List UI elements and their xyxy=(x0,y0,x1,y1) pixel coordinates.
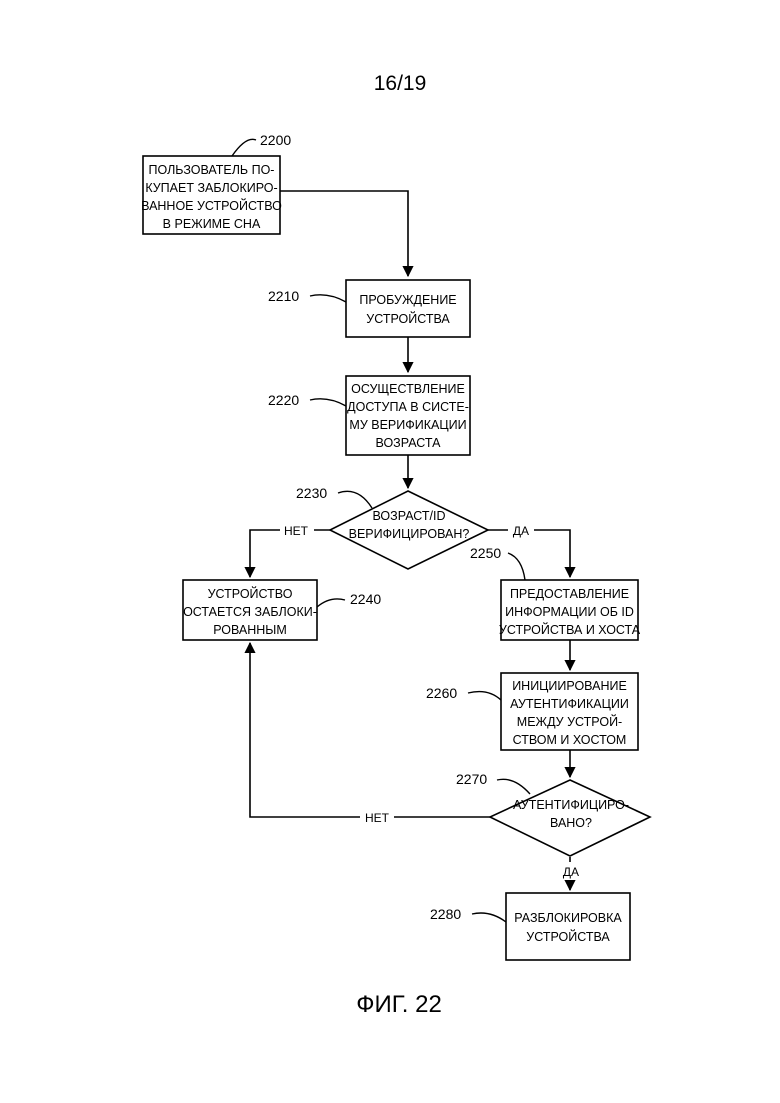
box-label-line: ДОСТУПА В СИСТЕ- xyxy=(347,400,469,414)
box-label-line: АУТЕНТИФИЦИРО- xyxy=(513,798,629,812)
reference-number: 2200 xyxy=(260,132,291,148)
connector-2200-2210 xyxy=(280,191,408,276)
process-box-2240: УСТРОЙСТВО ОСТАЕТСЯ ЗАБЛОКИ- РОВАННЫМ xyxy=(183,580,317,640)
edge-label-no: НЕТ xyxy=(365,811,390,825)
box-label-line: ПРЕДОСТАВЛЕНИЕ xyxy=(510,587,629,601)
box-label-line: КУПАЕТ ЗАБЛОКИРО- xyxy=(145,181,277,195)
figure-caption: ФИГ. 22 xyxy=(356,991,442,1018)
leader-line xyxy=(310,295,346,302)
box-label-line: ПОЛЬЗОВАТЕЛЬ ПО- xyxy=(149,163,275,177)
box-label-line: ВОЗРАСТ/ID xyxy=(373,509,446,523)
box-label-line: МУ ВЕРИФИКАЦИИ xyxy=(349,418,466,432)
leader-line xyxy=(497,779,530,794)
process-box-2200: ПОЛЬЗОВАТЕЛЬ ПО- КУПАЕТ ЗАБЛОКИРО- ВАННО… xyxy=(141,156,282,234)
box-label-line: УСТРОЙСТВО xyxy=(208,586,293,601)
box-label-line: РОВАННЫМ xyxy=(213,623,287,637)
edge-label-no: НЕТ xyxy=(284,524,309,538)
reference-number: 2250 xyxy=(470,545,501,561)
box-label-line: МЕЖДУ УСТРОЙ- xyxy=(517,714,622,729)
box-label-line: В РЕЖИМЕ СНА xyxy=(163,217,261,231)
box-label-line: ИНИЦИИРОВАНИЕ xyxy=(512,679,627,693)
box-label-line: ВАНО? xyxy=(550,816,592,830)
decision-diamond-2270: АУТЕНТИФИЦИРО- ВАНО? xyxy=(490,780,650,856)
leader-line xyxy=(338,491,372,508)
page-number: 16/19 xyxy=(374,72,427,95)
process-box-2280: РАЗБЛОКИРОВКА УСТРОЙСТВА xyxy=(506,893,630,960)
box-label-line: АУТЕНТИФИКАЦИИ xyxy=(510,697,629,711)
connector-2270-no-2240 xyxy=(250,643,490,817)
reference-number: 2270 xyxy=(456,771,487,787)
box-label-line: ОСУЩЕСТВЛЕНИЕ xyxy=(351,382,465,396)
edge-label-yes: ДА xyxy=(563,865,579,879)
leader-line xyxy=(468,692,501,700)
leader-line xyxy=(508,553,525,580)
box-label-line: ОСТАЕТСЯ ЗАБЛОКИ- xyxy=(183,605,317,619)
box-label-line: УСТРОЙСТВА xyxy=(526,929,610,944)
box-label-line: УСТРОЙСТВА И ХОСТА xyxy=(499,622,641,637)
reference-number: 2260 xyxy=(426,685,457,701)
leader-line xyxy=(472,913,506,922)
reference-number: 2220 xyxy=(268,392,299,408)
box-label-line: ВОЗРАСТА xyxy=(376,436,442,450)
process-box-2220: ОСУЩЕСТВЛЕНИЕ ДОСТУПА В СИСТЕ- МУ ВЕРИФИ… xyxy=(346,376,470,455)
reference-number: 2280 xyxy=(430,906,461,922)
reference-number: 2240 xyxy=(350,591,381,607)
decision-diamond-2230: ВОЗРАСТ/ID ВЕРИФИЦИРОВАН? xyxy=(330,491,488,569)
process-box-2260: ИНИЦИИРОВАНИЕ АУТЕНТИФИКАЦИИ МЕЖДУ УСТРО… xyxy=(501,673,638,750)
box-label-line: СТВОМ И ХОСТОМ xyxy=(513,733,627,747)
box-label-line: ВЕРИФИЦИРОВАН? xyxy=(349,527,470,541)
leader-line xyxy=(232,139,256,156)
box-label-line: ПРОБУЖДЕНИЕ xyxy=(359,293,456,307)
leader-line xyxy=(310,399,346,406)
box-label-line: УСТРОЙСТВА xyxy=(366,311,450,326)
reference-number: 2210 xyxy=(268,288,299,304)
process-box-2210: ПРОБУЖДЕНИЕ УСТРОЙСТВА xyxy=(346,280,470,337)
process-box-2250: ПРЕДОСТАВЛЕНИЕ ИНФОРМАЦИИ ОБ ID УСТРОЙСТ… xyxy=(499,580,641,640)
edge-label-yes: ДА xyxy=(513,524,529,538)
box-label-line: РАЗБЛОКИРОВКА xyxy=(514,911,622,925)
reference-number: 2230 xyxy=(296,485,327,501)
leader-line xyxy=(317,599,345,607)
box-label-line: ВАННОЕ УСТРОЙСТВО xyxy=(141,198,282,213)
box-label-line: ИНФОРМАЦИИ ОБ ID xyxy=(505,605,634,619)
